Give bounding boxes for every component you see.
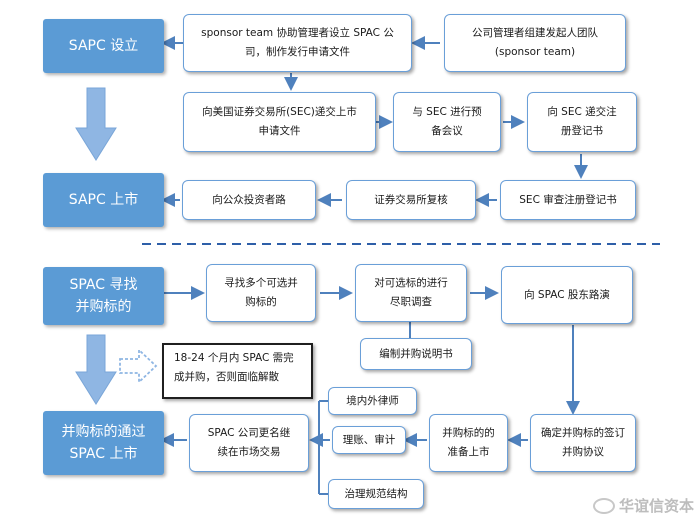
phase-setup-label: SAPC 设立 (68, 38, 139, 54)
subitem-finance-audit: 理账、审计 (332, 426, 406, 454)
step-target-prepare-text: 并购标的的准备上市 (442, 427, 495, 458)
phase-setup: SAPC 设立 (43, 19, 164, 73)
step-sponsor-team: 公司管理者组建发起人团队(sponsor team) (444, 14, 626, 72)
step-find-targets: 寻找多个可选并购标的 (206, 264, 316, 322)
subitem-finance-audit-text: 理账、审计 (342, 433, 396, 446)
subitem-lawyer: 境内外律师 (328, 387, 417, 415)
step-confirm-target: 确定并购标的签订并购协议 (530, 414, 636, 472)
step-rename: SPAC 公司更名继续在市场交易 (189, 414, 309, 472)
step-due-diligence-text: 对可选标的进行尽职调查 (374, 277, 448, 308)
step-exchange-review-text: 证券交易所复核 (374, 193, 448, 206)
step-sec-review: SEC 审查注册登记书 (500, 180, 636, 220)
phase-listing-label: SAPC 上市 (68, 192, 139, 208)
step-prospectus-text: 编制并购说明书 (379, 347, 453, 360)
step-public-roadshow: 向公众投资者路 (182, 180, 316, 220)
phase-target-listing: 并购标的通过 SPAC 上市 (43, 411, 164, 475)
weibo-icon (592, 497, 615, 514)
step-submit-sec-text: 向美国证券交易所(SEC)递交上市申请文件 (202, 106, 357, 137)
phase-find-target: SPAC 寻找并购标的 (43, 267, 164, 325)
step-confirm-target-text: 确定并购标的签订并购协议 (541, 427, 625, 458)
step-submit-sec: 向美国证券交易所(SEC)递交上市申请文件 (183, 92, 376, 152)
step-public-roadshow-text: 向公众投资者路 (212, 193, 286, 206)
watermark: 华谊信资本 (592, 495, 694, 516)
step-shareholder-roadshow-text: 向 SPAC 股东路演 (524, 288, 610, 301)
step-establish-spac: sponsor team 协助管理者设立 SPAC 公司，制作发行申请文件 (183, 14, 412, 72)
step-target-prepare: 并购标的的准备上市 (429, 414, 508, 472)
step-due-diligence: 对可选标的进行尽职调查 (355, 264, 467, 322)
step-submit-registration-text: 向 SEC 递交注册登记书 (547, 106, 617, 137)
step-sec-review-text: SEC 审查注册登记书 (519, 193, 617, 206)
dotted-right-arrow (119, 347, 158, 385)
step-find-targets-text: 寻找多个可选并购标的 (224, 277, 298, 308)
phase-target-listing-label: 并购标的通过 SPAC 上市 (61, 424, 146, 462)
step-rename-text: SPAC 公司更名继续在市场交易 (207, 427, 291, 458)
deadline-note: 18-24 个月内 SPAC 需完成并购，否则面临解散 (162, 343, 313, 399)
phase-find-target-label: SPAC 寻找并购标的 (69, 277, 138, 315)
big-down-arrow-bottom (75, 334, 117, 405)
step-pre-meeting-text: 与 SEC 进行预备会议 (412, 106, 482, 137)
step-submit-registration: 向 SEC 递交注册登记书 (527, 92, 637, 152)
step-exchange-review: 证券交易所复核 (346, 180, 476, 220)
big-down-arrow-top (75, 87, 117, 161)
subitem-governance: 治理规范结构 (328, 479, 424, 509)
step-shareholder-roadshow: 向 SPAC 股东路演 (501, 266, 633, 324)
step-sponsor-team-text: 公司管理者组建发起人团队(sponsor team) (472, 27, 598, 58)
step-prospectus: 编制并购说明书 (360, 338, 472, 370)
watermark-text: 华谊信资本 (618, 497, 694, 515)
step-pre-meeting: 与 SEC 进行预备会议 (393, 92, 501, 152)
phase-listing: SAPC 上市 (43, 173, 164, 227)
subitem-lawyer-text: 境内外律师 (346, 394, 399, 407)
step-establish-spac-text: sponsor team 协助管理者设立 SPAC 公司，制作发行申请文件 (201, 27, 394, 58)
deadline-note-text: 18-24 个月内 SPAC 需完成并购，否则面临解散 (174, 352, 294, 383)
subitem-governance-text: 治理规范结构 (344, 487, 408, 500)
